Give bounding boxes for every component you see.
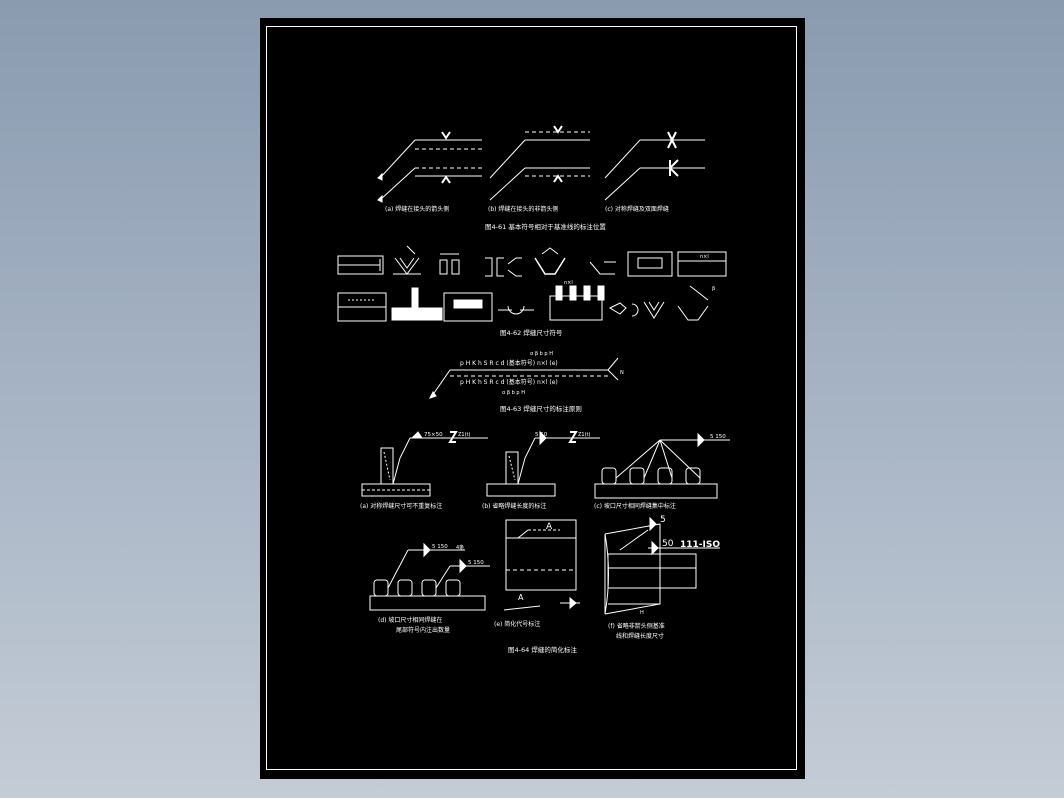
fig4-title: 图4-64 焊缝的简化标注 — [508, 645, 577, 654]
fig2-group: n×l n×l β — [337, 245, 727, 337]
fig4-b-diagram: 5 50 Z1(t) (b) 省略焊缝长度的标注 — [482, 430, 600, 510]
fig2-row1-symbols: n×l — [337, 245, 727, 277]
fig3-group: α β b p H p H K h S R c d (基本符号) n×l (e)… — [429, 351, 624, 413]
fig4-a-caption: (a) 对称焊缝尺寸可不重复标注 — [360, 502, 442, 510]
drawing-canvas: (a) 焊缝在接头的箭头侧 (b) 焊缝在接头的非箭头侧 (c) 对称焊缝及双面… — [337, 125, 730, 654]
fig4-a-dim: 75×50 — [424, 432, 443, 438]
fig4-f-num: 5 — [660, 515, 666, 525]
fig3-line-upper: p H K h S R c d (基本符号) n×l (e) — [460, 359, 558, 367]
fig1-caption-a: (a) 焊缝在接头的箭头侧 — [385, 205, 449, 213]
fig2-dim-beta: β — [712, 286, 715, 292]
fig3-marks-top: α β b p H — [530, 351, 553, 357]
fig3-marks-bottom: α β b p H — [502, 390, 525, 396]
fig1-a-diagram — [377, 131, 482, 203]
fig4-f-dim: 50 — [662, 539, 674, 549]
fig2-row2-symbols: n×l β — [337, 280, 715, 322]
fig4-e-label-bottom: A — [518, 593, 524, 602]
fig4-b-dim: 5 50 — [535, 432, 548, 438]
fig3-tail: N — [620, 370, 624, 376]
drawing-frame — [266, 26, 797, 770]
fig4-c-dim: 5 150 — [710, 434, 726, 440]
fig4-d-caption-1: (d) 坡口尺寸相同焊缝在 — [378, 616, 442, 624]
fig2-dim-nl: n×l — [700, 254, 709, 260]
fig4-b-caption: (b) 省略焊缝长度的标注 — [482, 502, 546, 510]
fig4-f-letter: H — [640, 610, 644, 616]
fig4-e-caption: (e) 简化代号标注 — [494, 620, 540, 628]
fig3-title: 图4-63 焊缝尺寸的标注原则 — [500, 404, 582, 413]
fig1-group: (a) 焊缝在接头的箭头侧 (b) 焊缝在接头的非箭头侧 (c) 对称焊缝及双面… — [377, 125, 705, 231]
fig4-f-code: 111-ISO — [680, 540, 720, 550]
fig1-title: 图4-61 基本符号相对于基准线的标注位置 — [485, 222, 606, 231]
fig2-dim-nxl-2: n×l — [564, 280, 573, 286]
fig4-d-count: 4条 — [456, 544, 464, 551]
fig1-b-diagram — [489, 125, 590, 201]
fig4-e-diagram: A A (e) 简化代号标注 — [494, 519, 580, 628]
fig4-e-label-top: A — [546, 522, 553, 532]
fig1-c-diagram — [604, 131, 705, 201]
fig4-b-tail: Z1(t) — [578, 432, 591, 438]
fig4-c-caption: (c) 坡口尺寸相同焊缝集中标注 — [594, 502, 676, 510]
fig4-d-dim1: 5 150 — [432, 544, 448, 550]
fig4-f-diagram: 5 50 111-ISO H (f) 省略非箭头侧基准 线和焊缝长度尺寸 — [604, 515, 720, 640]
fig4-group: 75×50 Z1(t) (a) 对称焊缝尺寸可不重复标注 5 50 Z1(t) … — [360, 430, 730, 654]
fig3-line-lower: p H K h S R c d (基本符号) n×l (e) — [460, 378, 558, 386]
fig4-a-tail: Z1(t) — [458, 432, 471, 438]
fig4-c-diagram: 5 150 (c) 坡口尺寸相同焊缝集中标注 — [594, 432, 730, 510]
fig4-d-caption-2: 尾部符号内注出数量 — [396, 626, 450, 634]
fig1-caption-b: (b) 焊缝在接头的非箭头侧 — [488, 205, 558, 213]
fig4-d-dim2: 5 150 — [468, 560, 484, 566]
drawing-sheet: (a) 焊缝在接头的箭头侧 (b) 焊缝在接头的非箭头侧 (c) 对称焊缝及双面… — [260, 18, 805, 779]
fig4-d-diagram: 5 150 4条 5 150 (d) 坡口尺寸相同焊缝在 尾部符号内注出数量 — [369, 542, 490, 634]
fig4-a-diagram: 75×50 Z1(t) (a) 对称焊缝尺寸可不重复标注 — [360, 431, 488, 510]
fig1-caption-c: (c) 对称焊缝及双面焊缝 — [605, 205, 669, 213]
fig4-f-caption-2: 线和焊缝长度尺寸 — [616, 632, 664, 640]
fig4-f-caption-1: (f) 省略非箭头侧基准 — [608, 622, 665, 630]
fig2-title: 图4-62 焊缝尺寸符号 — [500, 328, 563, 337]
